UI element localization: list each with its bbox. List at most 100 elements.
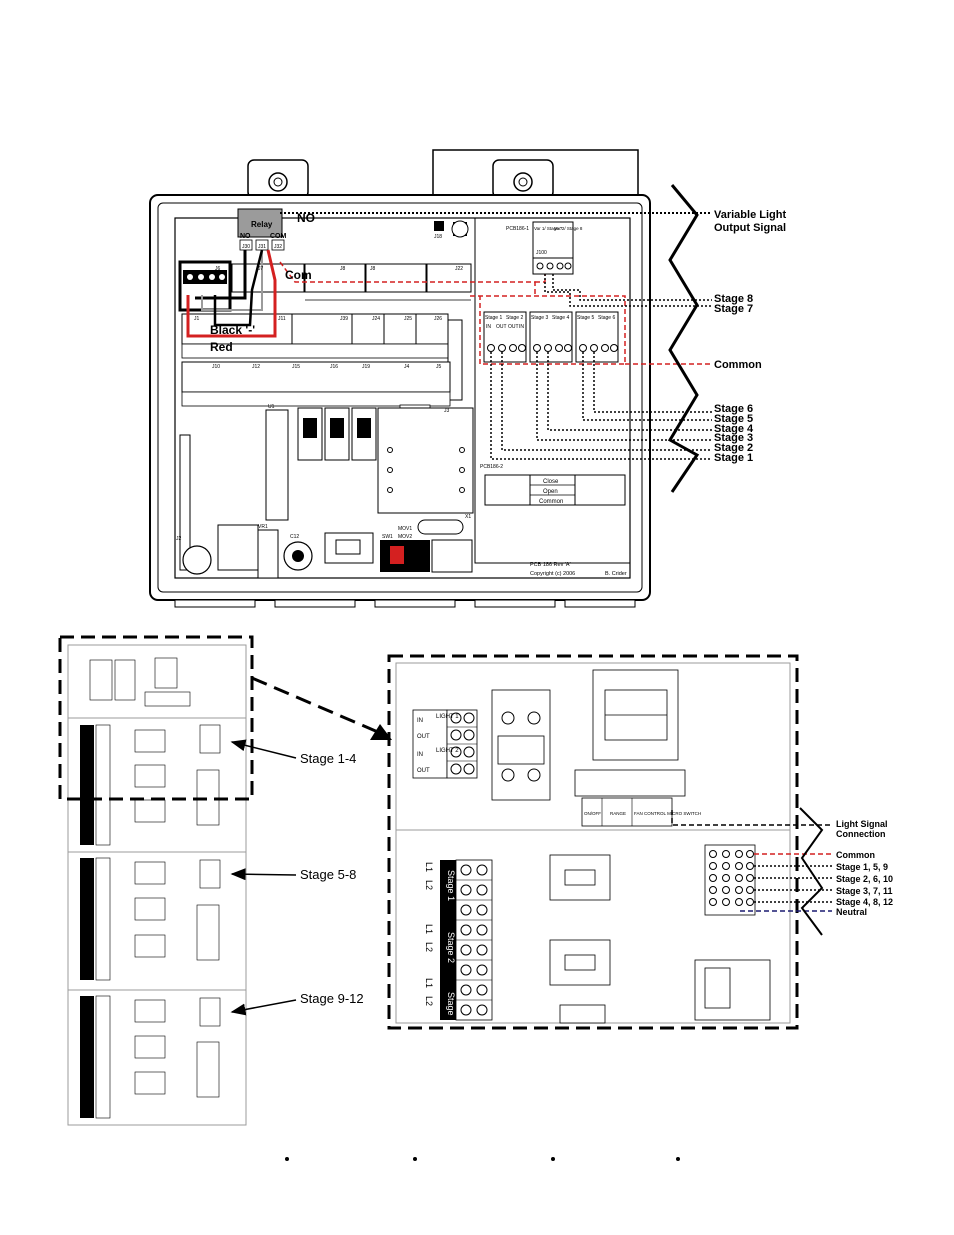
detail-l2-a: L2 xyxy=(424,880,434,890)
panel-label-1: Stage 1-4 xyxy=(300,751,356,766)
top-callouts: Variable Light Output Signal Stage 8 Sta… xyxy=(714,209,786,464)
callout-stage-8: Stage 8 xyxy=(714,293,753,305)
chips xyxy=(179,220,474,579)
stage-7-8-wires xyxy=(544,274,712,307)
detail-l2-b: L2 xyxy=(424,942,434,952)
wire-com-label: Com xyxy=(285,268,312,282)
r3-j4: J4 xyxy=(404,364,410,370)
signal-stage-2-6-10: Stage 2, 6, 10 xyxy=(836,874,893,884)
detail-io-4: OUT xyxy=(441,968,447,981)
detail-view: ON/OFF RANGE FAN CONTROL MICRO SWITCH LI… xyxy=(387,654,832,1030)
relay-j31: J31 xyxy=(258,244,266,250)
misc-mov2: MOV2 xyxy=(398,534,412,540)
stage-block-3b: Stage 6 xyxy=(598,315,615,321)
callout-stage-3: Stage 3 xyxy=(714,432,753,444)
r2-j11: J11 xyxy=(278,316,286,322)
detail-stage-3: Stage xyxy=(446,992,456,1016)
r2-j25: J25 xyxy=(404,316,412,322)
signal-stage-4-8-12: Stage 4, 8, 12 xyxy=(836,897,893,907)
hdr-j22: J22 xyxy=(455,266,463,272)
var-block-j: J100 xyxy=(536,250,547,256)
callout-common: Common xyxy=(714,359,762,371)
misc-j3: J3 xyxy=(444,408,450,414)
wire-black-label: Black '-' xyxy=(210,323,255,337)
panel-label-2: Stage 5-8 xyxy=(300,867,356,882)
hdr-j7: J7 xyxy=(258,266,264,272)
in-out-1: IN xyxy=(486,324,491,330)
panel-strip xyxy=(58,635,254,1126)
curtain-common: Common xyxy=(539,499,563,505)
detail-out-2: OUT xyxy=(417,768,430,774)
relay-j32: J32 xyxy=(274,244,282,250)
var-output-block: PCB186-1 Var 1/ Stage 7 Var 2/ Stage 8 J… xyxy=(506,221,583,275)
stage-1-6-wires xyxy=(490,352,712,460)
callout-stage-6: Stage 6 xyxy=(714,403,753,415)
relay-no: NO xyxy=(240,233,251,240)
callout-stage-5: Stage 5 xyxy=(714,413,753,425)
stage-block-3a: Stage 5 xyxy=(577,315,594,321)
in-out-2: OUT xyxy=(496,324,507,330)
r3-j15: J15 xyxy=(292,364,300,370)
detail-l1-a: L1 xyxy=(424,862,434,872)
hdr-j8a: J8 xyxy=(340,266,346,272)
detail-l1-c: L1 xyxy=(424,978,434,988)
detail-out-1: OUT xyxy=(417,734,430,740)
misc-mov1: MOV1 xyxy=(398,526,412,532)
callout-stage-2: Stage 2 xyxy=(714,442,753,454)
in-out-4: IN xyxy=(519,324,524,330)
misc-j18: J18 xyxy=(434,234,442,240)
curtain-close: Close xyxy=(543,479,559,485)
r2-j39: J39 xyxy=(340,316,348,322)
stage-block-2b: Stage 4 xyxy=(552,315,569,321)
switch-range: RANGE xyxy=(610,811,626,816)
misc-x1: X1 xyxy=(465,514,471,520)
misc-sw1: SW1 xyxy=(382,534,393,540)
r2-j26: J26 xyxy=(434,316,442,322)
panel-label-3: Stage 9-12 xyxy=(300,991,364,1006)
footer-author: B. Crider xyxy=(605,571,627,577)
zoom-arrow-head xyxy=(370,724,392,740)
pcb-top-label: PCB186-1 xyxy=(506,226,529,232)
zoom-arrow xyxy=(251,676,386,737)
footer-copyright: Copyright (c) 2006 xyxy=(530,571,575,577)
r2-j1: J1 xyxy=(194,316,200,322)
r3-j12: J12 xyxy=(252,364,260,370)
callout-stage-4: Stage 4 xyxy=(714,423,754,435)
stage-terminals: Stage 1 Stage 2 Stage 3 Stage 4 Stage 5 … xyxy=(483,311,619,363)
detail-light-1: LIGHT 1 xyxy=(436,714,459,720)
r3-j19: J19 xyxy=(362,364,370,370)
stage-block-2a: Stage 3 xyxy=(531,315,548,321)
stage-block-1b: Stage 2 xyxy=(506,315,523,321)
break-line-top xyxy=(667,184,700,493)
detail-l2-c: L2 xyxy=(424,996,434,1006)
callout-variable-light: Variable Light xyxy=(714,209,786,221)
misc-vr1: VR1 xyxy=(258,524,268,530)
detail-l1-b: L1 xyxy=(424,924,434,934)
relay-title: Relay xyxy=(251,220,273,229)
relay-wires: NO Com Black '-' Red xyxy=(186,211,712,354)
wire-red-label: Red xyxy=(210,340,233,354)
footer-rev: PCB 186 Rev 'A' xyxy=(530,562,571,568)
r2-j24: J24 xyxy=(372,316,380,322)
break-line-bottom xyxy=(799,807,824,936)
detail-io-3: IN xyxy=(441,925,447,931)
signal-stage-1-5-9: Stage 1, 5, 9 xyxy=(836,862,888,872)
curtain-open: Open xyxy=(543,489,558,495)
hdr-j8b: J8 xyxy=(370,266,376,272)
bottom-bullets xyxy=(285,1157,680,1161)
detail-io-2: OUT xyxy=(441,905,447,918)
relay-j30: J30 xyxy=(242,244,250,250)
var-block-1: Var 1/ Stage 7 xyxy=(534,226,563,231)
var-block-2: Var 2/ Stage 8 xyxy=(554,226,583,231)
signal-neutral: Neutral xyxy=(836,907,867,917)
detail-stage-1: Stage 1 xyxy=(446,870,456,901)
switch-onoff: ON/OFF xyxy=(584,811,601,816)
relay-com: COM xyxy=(270,233,287,240)
callout-output-signal: Output Signal xyxy=(714,222,786,234)
signal-stage-3-7-11: Stage 3, 7, 11 xyxy=(836,886,893,896)
misc-u1: U1 xyxy=(268,404,275,410)
callout-stage-1: Stage 1 xyxy=(714,452,753,464)
panel-arrows: Stage 1-4 Stage 5-8 Stage 9-12 xyxy=(230,739,364,1016)
r3-j10: J10 xyxy=(212,364,220,370)
